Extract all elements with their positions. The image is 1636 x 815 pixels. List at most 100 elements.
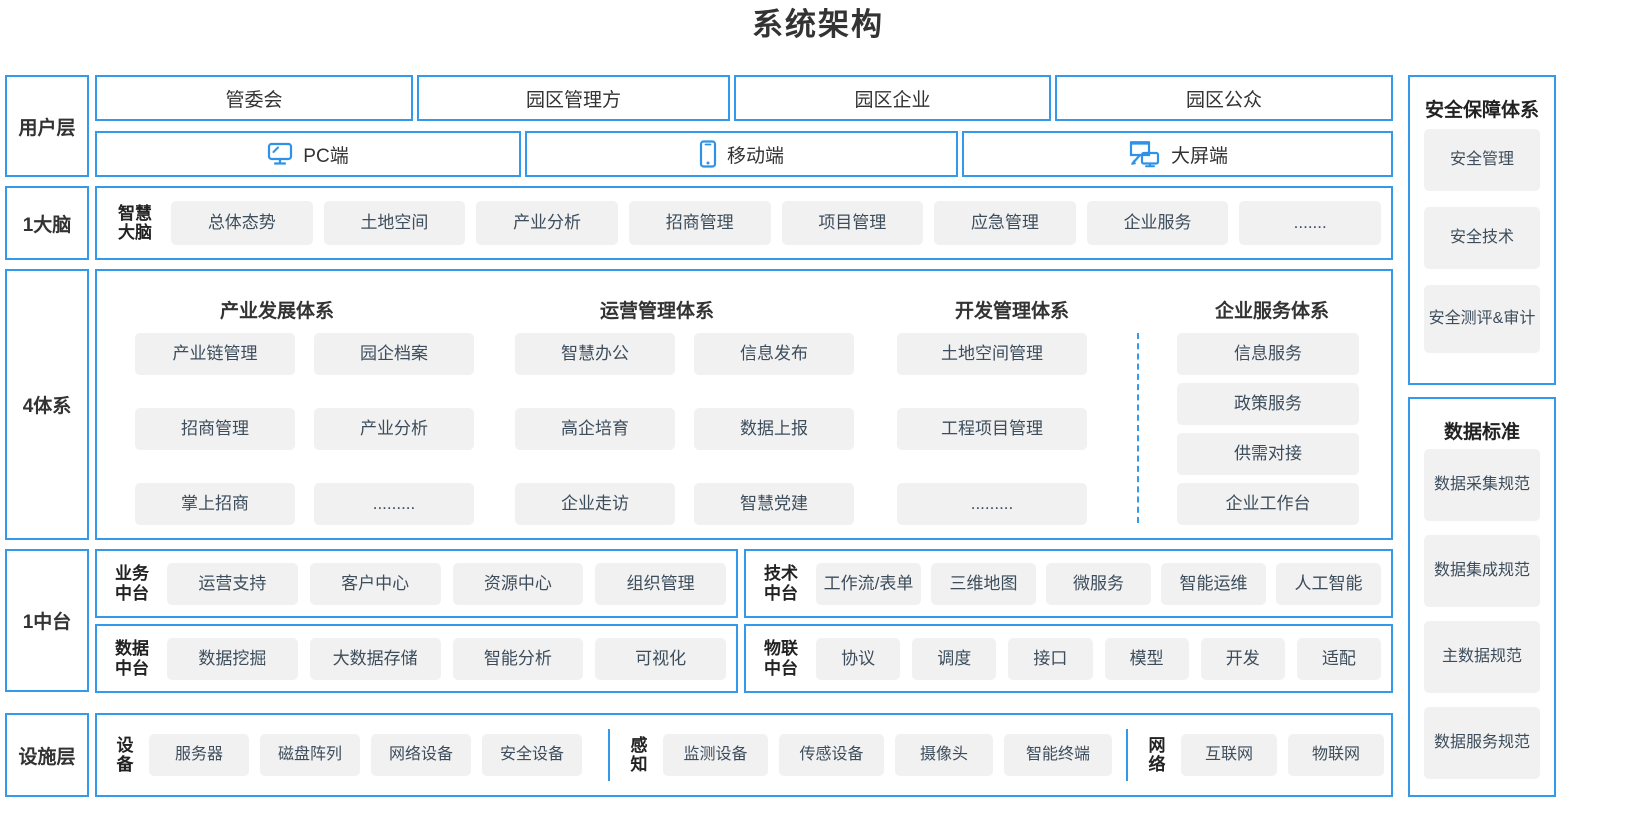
chip-label: 项目管理 <box>818 213 887 233</box>
system-item-c1-r0-1[interactable]: 信息发布 <box>694 333 854 375</box>
facility-device-item-0[interactable]: 服务器 <box>149 734 249 776</box>
security-item-1[interactable]: 安全技术 <box>1424 207 1540 269</box>
chip-label: 数据上报 <box>740 419 808 439</box>
facility-network-item-1[interactable]: 物联网 <box>1288 734 1384 776</box>
system-item-c2-r1-0[interactable]: 工程项目管理 <box>897 408 1087 450</box>
platform-tech-item-1[interactable]: 三维地图 <box>931 563 1036 605</box>
platform-data-item-3[interactable]: 可视化 <box>595 638 726 680</box>
user-role-box-3[interactable]: 园区公众 <box>1055 75 1393 121</box>
platform-data-item-1[interactable]: 大数据存储 <box>309 638 441 680</box>
platform-group-tag-business: 业务 中台 <box>103 551 161 616</box>
terminal-label: 大屏端 <box>1170 145 1228 167</box>
platform-business-item-1[interactable]: 客户中心 <box>309 563 441 605</box>
brain-item-5[interactable]: 应急管理 <box>934 201 1076 245</box>
facility-device-item-2[interactable]: 网络设备 <box>371 734 471 776</box>
brain-item-7[interactable]: ....... <box>1239 201 1381 245</box>
system-item-c1-r1-0[interactable]: 高企培育 <box>515 408 675 450</box>
chip-label: 物联网 <box>1311 745 1360 763</box>
chip-label: 客户中心 <box>341 574 410 594</box>
brain-item-6[interactable]: 企业服务 <box>1086 201 1229 245</box>
platform-iot-item-1[interactable]: 调度 <box>912 638 997 680</box>
system-item-c0-r2-1[interactable]: ......... <box>314 483 474 525</box>
user-role-box-2[interactable]: 园区企业 <box>734 75 1051 121</box>
system-item-c2-r2-0[interactable]: ......... <box>897 483 1087 525</box>
platform-tech-item-2[interactable]: 微服务 <box>1046 563 1151 605</box>
system-item-c1-r2-0[interactable]: 企业走访 <box>515 483 675 525</box>
system-item-c1-r0-0[interactable]: 智慧办公 <box>515 333 675 375</box>
system-service-item-3[interactable]: 企业工作台 <box>1177 483 1359 525</box>
platform-data-item-0[interactable]: 数据挖掘 <box>167 638 298 680</box>
chip-label: 服务器 <box>174 745 223 763</box>
system-service-item-1[interactable]: 政策服务 <box>1177 383 1359 425</box>
platform-business-item-0[interactable]: 运营支持 <box>167 563 298 605</box>
terminal-label: 移动端 <box>726 145 784 167</box>
system-column-title-3: 企业服务体系 <box>1214 301 1329 322</box>
chip-label: 数据采集规范 <box>1433 475 1530 493</box>
system-item-c1-r1-1[interactable]: 数据上报 <box>694 408 854 450</box>
system-item-c0-r0-1[interactable]: 园企档案 <box>314 333 474 375</box>
brain-item-4[interactable]: 项目管理 <box>781 201 924 245</box>
chip-label: 安全管理 <box>1449 150 1514 168</box>
platform-tech-item-0[interactable]: 工作流/表单 <box>816 563 921 605</box>
chip-label: 网络设备 <box>388 745 453 763</box>
system-service-item-0[interactable]: 信息服务 <box>1177 333 1359 375</box>
platform-business-item-2[interactable]: 资源中心 <box>452 563 584 605</box>
user-layer-label: 用户层 <box>18 117 76 139</box>
security-item-2[interactable]: 安全测评&审计 <box>1424 285 1540 353</box>
data-standard-item-2[interactable]: 主数据规范 <box>1424 621 1540 693</box>
system-item-c2-r0-0[interactable]: 土地空间管理 <box>897 333 1087 375</box>
security-item-0[interactable]: 安全管理 <box>1424 129 1540 191</box>
security-panel: 安全保障体系 安全管理安全技术安全测评&审计 <box>1408 75 1556 385</box>
platform-data-item-2[interactable]: 智能分析 <box>452 638 584 680</box>
user-role-box-0[interactable]: 管委会 <box>95 75 413 121</box>
brain-tag-line1: 智慧 <box>118 203 152 223</box>
brain-content-box: 智慧 大脑 总体态势土地空间产业分析招商管理 项目管理 应急管理企业服务......… <box>95 186 1393 260</box>
chip-label: 模型 <box>1129 649 1164 669</box>
data-standard-item-3[interactable]: 数据服务规范 <box>1424 707 1540 779</box>
chip-label: 产业链管理 <box>172 344 258 364</box>
facility-sensing-item-3[interactable]: 智能终端 <box>1004 734 1112 776</box>
chip-label: 智慧办公 <box>561 344 629 364</box>
system-item-c0-r1-1[interactable]: 产业分析 <box>314 408 474 450</box>
user-role-label: 园区公众 <box>1185 89 1262 111</box>
terminal-box-mobile[interactable]: 移动端 <box>525 131 958 177</box>
brain-item-2[interactable]: 产业分析 <box>476 201 618 245</box>
tag-line1: 网 <box>1148 735 1166 755</box>
chip-label: 可视化 <box>635 649 687 669</box>
platform-iot-item-0[interactable]: 协议 <box>816 638 901 680</box>
platform-tech-item-3[interactable]: 智能运维 <box>1161 563 1266 605</box>
system-item-c0-r2-0[interactable]: 掌上招商 <box>135 483 295 525</box>
brain-tag-line2: 大脑 <box>118 223 152 242</box>
facility-sensing-item-2[interactable]: 摄像头 <box>895 734 993 776</box>
system-item-c0-r1-0[interactable]: 招商管理 <box>135 408 295 450</box>
facility-device-item-3[interactable]: 安全设备 <box>482 734 582 776</box>
facility-sensing-item-1[interactable]: 传感设备 <box>779 734 884 776</box>
facility-network-item-0[interactable]: 互联网 <box>1181 734 1277 776</box>
system-item-c1-r2-1[interactable]: 智慧党建 <box>694 483 854 525</box>
user-role-label: 园区管理方 <box>525 89 621 111</box>
chip-label: 智慧党建 <box>740 494 808 514</box>
facility-layer-label-box: 设施层 <box>5 713 89 797</box>
platform-business-item-3[interactable]: 组织管理 <box>595 563 726 605</box>
user-role-box-1[interactable]: 园区管理方 <box>417 75 730 121</box>
facility-sensing-item-0[interactable]: 监测设备 <box>663 734 768 776</box>
brain-item-1[interactable]: 土地空间 <box>323 201 466 245</box>
system-service-item-2[interactable]: 供需对接 <box>1177 433 1359 475</box>
data-standard-item-1[interactable]: 数据集成规范 <box>1424 535 1540 607</box>
platform-iot-item-3[interactable]: 模型 <box>1104 638 1189 680</box>
data-standard-item-0[interactable]: 数据采集规范 <box>1424 449 1540 521</box>
platform-iot-item-2[interactable]: 接口 <box>1008 638 1093 680</box>
platform-iot-item-5[interactable]: 适配 <box>1296 638 1382 680</box>
chip-label: ....... <box>1293 213 1327 233</box>
facility-device-item-1[interactable]: 磁盘阵列 <box>260 734 360 776</box>
terminal-box-bigscreen[interactable]: 大屏端 <box>962 131 1393 177</box>
system-item-c0-r0-0[interactable]: 产业链管理 <box>135 333 295 375</box>
platform-tech-item-4[interactable]: 人工智能 <box>1276 563 1381 605</box>
brain-item-3[interactable]: 招商管理 <box>628 201 771 245</box>
terminal-box-pc[interactable]: PC端 <box>95 131 521 177</box>
chip-label: 大数据存储 <box>332 649 418 669</box>
tag-line2: 中台 <box>764 583 798 603</box>
platform-iot-item-4[interactable]: 开发 <box>1200 638 1285 680</box>
brain-item-0[interactable]: 总体态势 <box>171 201 313 245</box>
chip-label: 监测设备 <box>683 745 748 763</box>
